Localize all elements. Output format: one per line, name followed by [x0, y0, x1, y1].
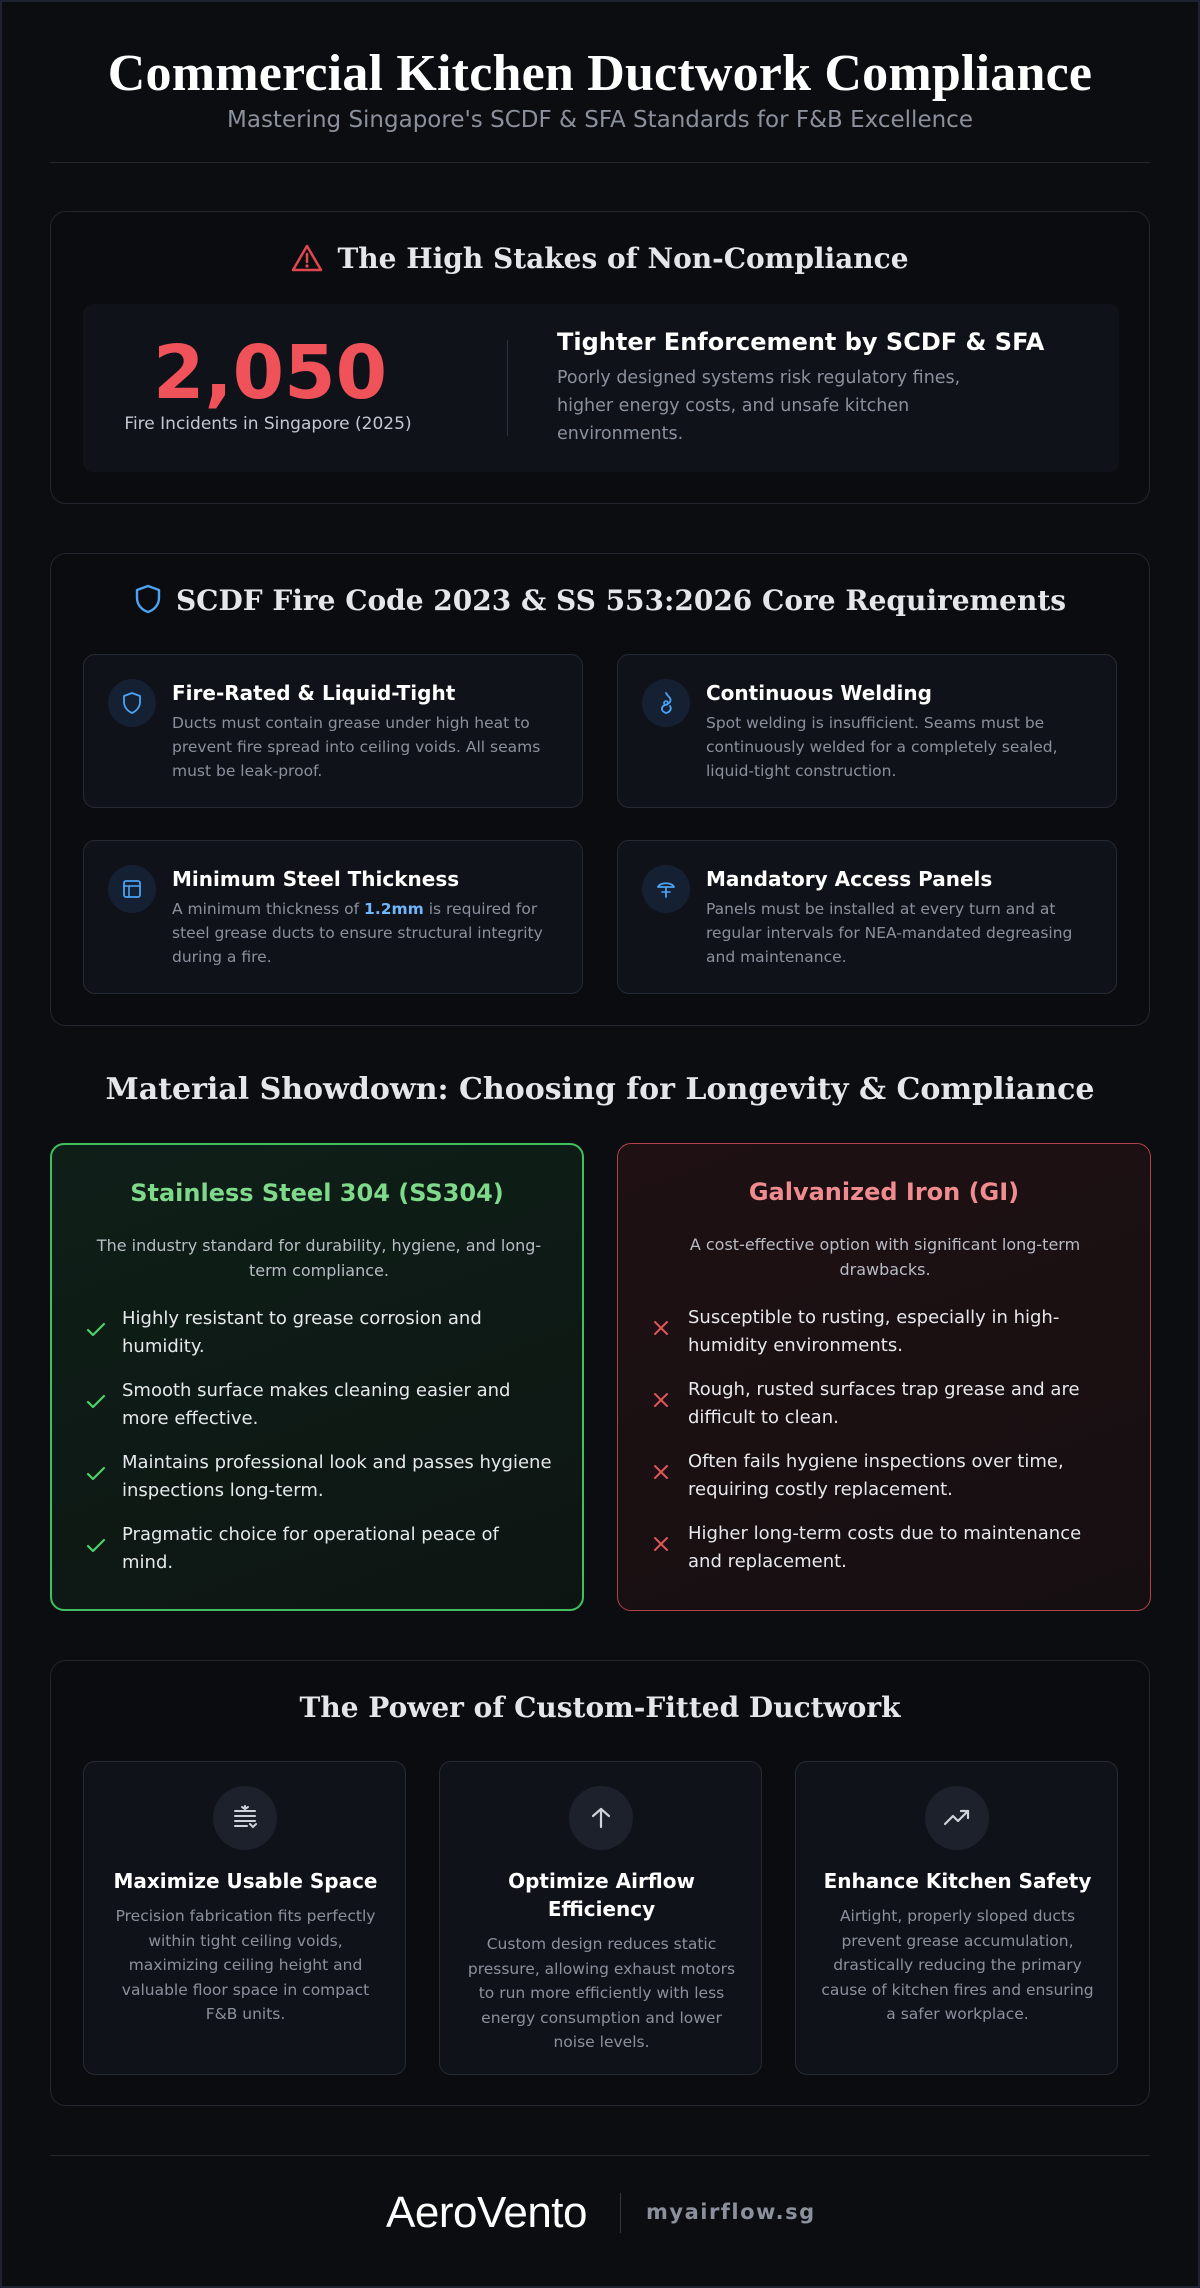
requirement-card-access-panels: Mandatory Access Panels Panels must be i…: [617, 840, 1117, 994]
material-summary: A cost-effective option with significant…: [689, 1235, 1081, 1279]
stakes-title: The High Stakes of Non-Compliance: [337, 242, 909, 275]
stakes-section: The High Stakes of Non-Compliance 2,050 …: [50, 211, 1150, 504]
requirement-desc: A minimum thickness of 1.2mm is required…: [172, 900, 543, 966]
cross-icon: [652, 1462, 670, 1490]
cross-icon: [652, 1534, 670, 1562]
requirements-section: SCDF Fire Code 2023 & SS 553:2026 Core R…: [50, 553, 1150, 1026]
material-summary: The industry standard for durability, hy…: [96, 1236, 542, 1280]
fire-incidents-label: Fire Incidents in Singapore (2025): [124, 414, 412, 434]
list-item: Higher long-term costs due to maintenanc…: [650, 1520, 1120, 1592]
material-card-gi: Galvanized Iron (GI) A cost-effective op…: [617, 1143, 1151, 1611]
brand-logo: AeroVento: [386, 2188, 588, 2237]
enforcement-title: Tighter Enforcement by SCDF & SFA: [557, 328, 1045, 356]
list-item: Susceptible to rusting, especially in hi…: [650, 1304, 1120, 1376]
cross-icon: [652, 1390, 670, 1418]
thickness-highlight: 1.2mm: [364, 900, 424, 918]
list-item: Pragmatic choice for operational peace o…: [84, 1521, 554, 1593]
materials-title: Material Showdown: Choosing for Longevit…: [105, 1072, 1095, 1107]
benefit-title: Maximize Usable Space: [113, 1869, 378, 1893]
check-icon: [86, 1535, 106, 1563]
page-subtitle: Mastering Singapore's SCDF & SFA Standar…: [227, 107, 973, 133]
benefit-card-safety: Enhance Kitchen Safety Airtight, properl…: [795, 1761, 1118, 2075]
check-icon: [86, 1391, 106, 1419]
material-name: Stainless Steel 304 (SS304): [130, 1179, 504, 1207]
benefit-title: Enhance Kitchen Safety: [823, 1869, 1092, 1893]
list-item: Maintains professional look and passes h…: [84, 1449, 554, 1521]
material-pros-list: Highly resistant to grease corrosion and…: [84, 1305, 554, 1593]
arrow-up-icon: [569, 1786, 633, 1850]
weld-icon: [642, 679, 690, 727]
hatch-icon: [642, 865, 690, 913]
benefit-desc: Custom design reduces static pressure, a…: [467, 1935, 736, 2051]
custom-ductwork-section: The Power of Custom-Fitted Ductwork Maxi…: [50, 1660, 1150, 2106]
benefit-desc: Airtight, properly sloped ducts prevent …: [821, 1907, 1094, 2023]
list-item: Often fails hygiene inspections over tim…: [650, 1448, 1120, 1520]
material-name: Galvanized Iron (GI): [748, 1178, 1020, 1206]
compress-icon: [213, 1786, 277, 1850]
check-icon: [86, 1463, 106, 1491]
footer-separator: [620, 2193, 621, 2233]
trend-up-icon: [925, 1786, 989, 1850]
ruler-icon: [108, 865, 156, 913]
requirement-title: Mandatory Access Panels: [706, 867, 993, 891]
website-link[interactable]: myairflow.sg: [646, 2200, 816, 2224]
benefit-card-airflow: Optimize Airflow Efficiency Custom desig…: [439, 1761, 762, 2075]
requirements-heading: SCDF Fire Code 2023 & SS 553:2026 Core R…: [51, 584, 1149, 621]
requirement-desc: Ducts must contain grease under high hea…: [172, 714, 541, 780]
enforcement-text: Poorly designed systems risk regulatory …: [557, 368, 961, 444]
material-card-ss304: Stainless Steel 304 (SS304) The industry…: [50, 1143, 584, 1611]
fire-incidents-number: 2,050: [153, 330, 388, 416]
requirement-desc: Panels must be installed at every turn a…: [706, 900, 1073, 966]
requirement-title: Minimum Steel Thickness: [172, 867, 460, 891]
cross-icon: [652, 1318, 670, 1346]
custom-title: The Power of Custom-Fitted Ductwork: [299, 1691, 901, 1724]
list-item: Rough, rusted surfaces trap grease and a…: [650, 1376, 1120, 1448]
benefit-desc: Precision fabrication fits perfectly wit…: [115, 1907, 376, 2023]
list-item: Smooth surface makes cleaning easier and…: [84, 1377, 554, 1449]
benefit-title: Optimize Airflow Efficiency: [508, 1869, 695, 1921]
page-title: Commercial Kitchen Ductwork Compliance: [107, 45, 1093, 102]
requirement-desc: Spot welding is insufficient. Seams must…: [706, 714, 1058, 780]
requirement-card-welding: Continuous Welding Spot welding is insuf…: [617, 654, 1117, 808]
requirement-title: Fire-Rated & Liquid-Tight: [172, 681, 456, 705]
header-divider: [50, 162, 1150, 163]
material-cons-list: Susceptible to rusting, especially in hi…: [650, 1304, 1120, 1592]
requirement-card-thickness: Minimum Steel Thickness A minimum thickn…: [83, 840, 583, 994]
stakes-stats-box: 2,050 Fire Incidents in Singapore (2025)…: [83, 304, 1119, 472]
check-icon: [86, 1319, 106, 1347]
shield-icon: [134, 584, 162, 621]
stats-divider: [507, 340, 508, 436]
footer-divider: [50, 2155, 1150, 2156]
requirement-title: Continuous Welding: [706, 681, 932, 705]
stakes-heading: The High Stakes of Non-Compliance: [51, 242, 1149, 279]
benefit-card-space: Maximize Usable Space Precision fabricat…: [83, 1761, 406, 2075]
warning-icon: [291, 244, 323, 279]
list-item: Highly resistant to grease corrosion and…: [84, 1305, 554, 1377]
requirements-title: SCDF Fire Code 2023 & SS 553:2026 Core R…: [175, 584, 1067, 617]
requirement-card-fire-rated: Fire-Rated & Liquid-Tight Ducts must con…: [83, 654, 583, 808]
shield-icon: [108, 679, 156, 727]
